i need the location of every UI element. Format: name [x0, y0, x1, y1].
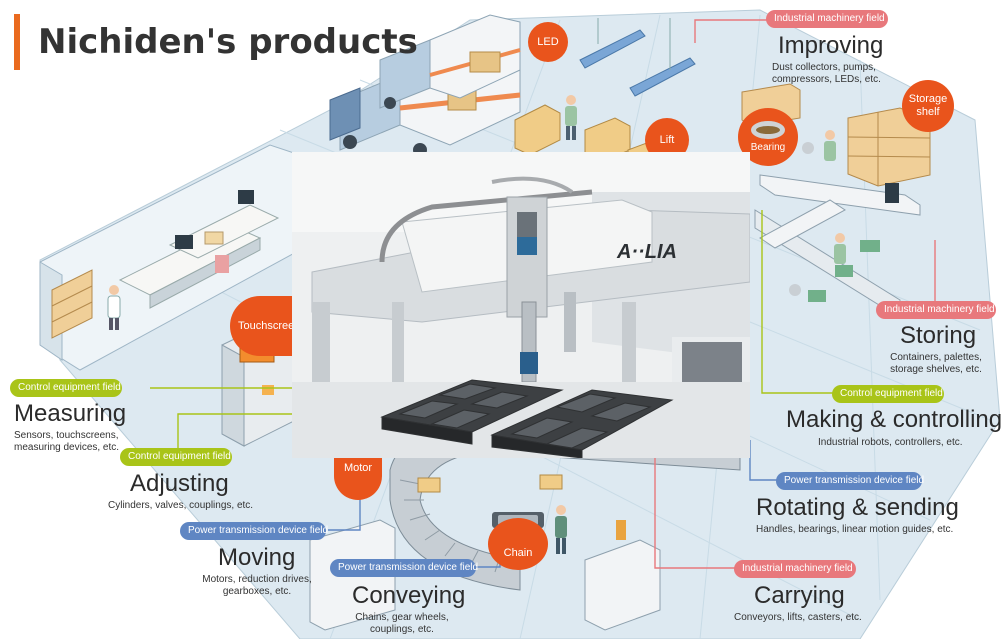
led-bubble: LED: [528, 22, 568, 62]
motor-bubble: Motor: [334, 452, 382, 500]
industrial-machinery-tag-storing: Industrial machinery field: [876, 301, 996, 319]
rotating-sending-title: Rotating & sending: [756, 494, 959, 521]
gantry-robot-photo: A··LIA: [292, 152, 750, 458]
storage-shelf-bubble: Storage shelf: [902, 80, 954, 132]
leader-rotating: [749, 440, 778, 481]
carrying-desc: Conveyors, lifts, casters, etc.: [734, 612, 862, 623]
power-transmission-tag-conveying: Power transmission device field: [330, 559, 478, 577]
measuring-title: Measuring: [14, 400, 127, 427]
rotating-sending-desc: Handles, bearings, linear motion guides,…: [756, 524, 954, 535]
power-transmission-tag-moving: Power transmission device field: [180, 522, 328, 540]
left-storage-shelf: [51, 269, 93, 339]
leader-making: [761, 210, 835, 394]
led-lights: [579, 18, 696, 97]
conveying-title: Conveying: [352, 582, 466, 609]
storing-desc: Containers, palettes, storage shelves, e…: [890, 352, 982, 375]
making-controlling-desc: Industrial robots, controllers, etc.: [818, 437, 963, 448]
industrial-machinery-tag-carrying: Industrial machinery field: [734, 560, 856, 578]
truck-back: [379, 14, 521, 109]
chain-bubble: Chain: [488, 518, 548, 570]
improving-desc: Dust collectors, pumps, compressors, LED…: [772, 62, 881, 85]
robot-brand-logo: A··LIA: [616, 241, 677, 263]
leader-carrying: [654, 455, 735, 569]
worker-left: [107, 285, 121, 330]
bearing-icon: [751, 120, 785, 139]
tray-right: [490, 389, 674, 458]
bearing-label: Bearing: [750, 141, 786, 153]
measuring-desc: Sensors, touchscreens, measuring devices…: [14, 430, 120, 453]
power-transmission-tag-rotating: Power transmission device field: [776, 472, 924, 490]
making-controlling-title: Making & controlling: [786, 406, 1003, 433]
conveying-desc: Chains, gear wheels, couplings, etc.: [355, 612, 449, 635]
leader-improving: [694, 19, 770, 43]
touchscreen-bubble: Touchscreen: [230, 296, 300, 356]
worker-top: [565, 95, 577, 140]
bearing-bubble: Bearing: [738, 108, 798, 166]
control-equipment-tag-making: Control equipment field: [832, 385, 944, 403]
moving-title: Moving: [218, 544, 296, 571]
moving-desc: Motors, reduction drives, gearboxes, etc…: [202, 574, 312, 597]
right-workline: [754, 130, 921, 319]
left-workbenches: [118, 190, 280, 309]
control-equipment-tag-measuring: Control equipment field: [10, 379, 122, 397]
storing-title: Storing: [900, 322, 977, 349]
industrial-machinery-tag-improving: Industrial machinery field: [766, 10, 888, 28]
tray-left: [380, 379, 564, 445]
adjusting-title: Adjusting: [130, 470, 229, 497]
worker-bottom: [555, 505, 567, 554]
adjusting-desc: Cylinders, valves, couplings, etc.: [108, 500, 254, 511]
improving-title: Improving: [778, 32, 884, 59]
carrying-title: Carrying: [754, 582, 845, 609]
title-accent-bar: [14, 14, 20, 70]
leader-adjusting: [177, 413, 292, 457]
right-storage-shelf: [847, 107, 931, 187]
page-title: Nichiden's products: [38, 22, 418, 62]
control-equipment-tag-adjusting: Control equipment field: [120, 448, 232, 466]
